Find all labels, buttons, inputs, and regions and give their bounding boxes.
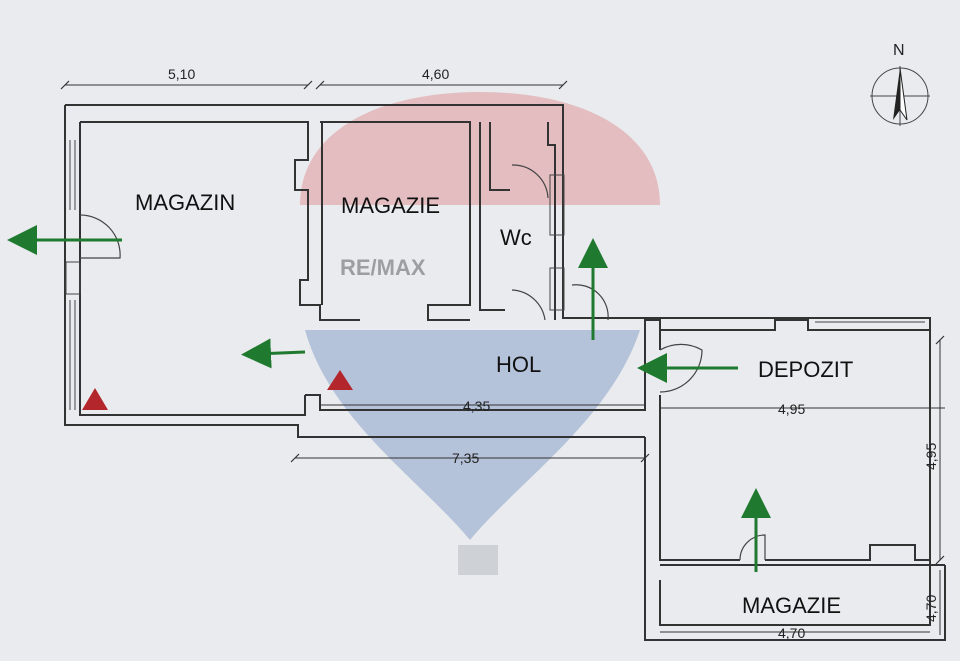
balloon-blue-bottom	[305, 330, 640, 540]
room-label-magazin: MAGAZIN	[135, 190, 235, 215]
room-label-hol: HOL	[496, 352, 541, 377]
dim-total-width: 7,35	[452, 450, 479, 466]
compass-label: N	[893, 42, 905, 59]
room-label-depozit: DEPOZIT	[758, 357, 853, 382]
exit-arrow-icon	[241, 338, 306, 369]
doors	[79, 164, 766, 561]
compass-icon: N	[870, 42, 930, 126]
dim-magazie-width: 4,70	[778, 625, 805, 641]
watermark-text: RE/MAX	[340, 255, 426, 280]
balloon-basket	[458, 545, 498, 575]
room-label-magazie-bottom: MAGAZIE	[742, 593, 841, 618]
dim-depozit-height: 4,95	[923, 443, 939, 470]
warning-triangle-icon	[327, 370, 353, 390]
warning-triangle-icon	[82, 388, 108, 410]
walls	[64, 104, 946, 641]
room-label-wc: Wc	[500, 225, 532, 250]
dim-depozit-width: 4,95	[778, 401, 805, 417]
dimension-lines	[60, 80, 945, 635]
dim-hol-width: 4,35	[463, 398, 490, 414]
exit-arrows	[6, 225, 771, 572]
dim-top-right: 4,60	[422, 66, 449, 82]
dim-magazie-height: 4,70	[923, 595, 939, 622]
room-label-magazie-top: MAGAZIE	[341, 193, 440, 218]
dim-top-left: 5,10	[168, 66, 195, 82]
